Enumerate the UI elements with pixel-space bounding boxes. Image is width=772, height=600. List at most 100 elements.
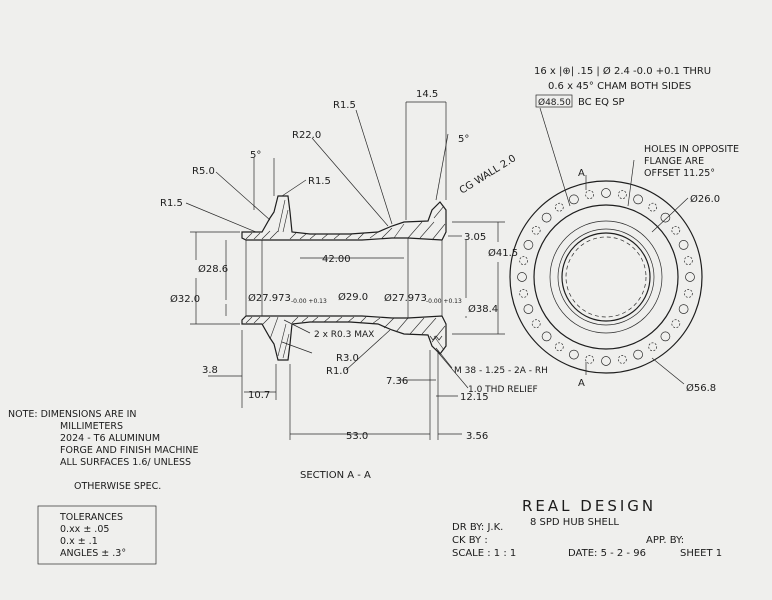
- part-name: 8 SPD HUB SHELL: [530, 517, 619, 528]
- spoke-hole: [541, 331, 552, 342]
- tolerance-title: TOLERANCES: [59, 512, 123, 523]
- spoke-hole: [517, 272, 527, 282]
- spoke-hole: [569, 349, 579, 360]
- dim-42: 42.00: [322, 254, 351, 265]
- date: DATE: 5 - 2 - 96: [568, 548, 646, 559]
- callout-bc-text: BC EQ SP: [578, 97, 625, 108]
- dim-bore-right: Ø27.973: [384, 292, 427, 304]
- dim-3-8: 3.8: [202, 365, 218, 376]
- dim-chamfer: 2 x R0.3 MAX: [314, 330, 374, 340]
- callout-bc-box: Ø48.50: [538, 97, 571, 108]
- spoke-hole: [523, 240, 534, 250]
- callout-leader: [539, 107, 571, 207]
- spoke-hole: [601, 356, 611, 366]
- sheet-number: SHEET 1: [680, 548, 722, 559]
- spoke-hole: [678, 304, 689, 314]
- tolerance-row-1: 0.xx ± .05: [60, 524, 109, 535]
- note-line-2: MILLIMETERS: [60, 421, 123, 432]
- spoke-hole: [660, 212, 671, 223]
- note-line-3: 2024 - T6 ALUMINUM: [60, 433, 160, 444]
- upper-wall-outline: [241, 195, 447, 241]
- dim-32: Ø32.0: [170, 293, 200, 305]
- dim-r5: R5.0: [192, 166, 215, 177]
- callout-line-2: 0.6 x 45° CHAM BOTH SIDES: [548, 81, 691, 92]
- note-line-1: NOTE: DIMENSIONS ARE IN: [8, 409, 137, 420]
- dim-12-15: 12.15: [460, 392, 489, 403]
- opposite-spoke-hole: [648, 342, 658, 352]
- opposite-spoke-hole: [554, 202, 564, 212]
- section-label: SECTION A - A: [300, 470, 371, 481]
- dim-r22: R22.0: [292, 130, 321, 141]
- title-block: REAL DESIGN 8 SPD HUB SHELL DR BY: J.K. …: [452, 497, 722, 559]
- outer-flange-circle: [509, 180, 703, 374]
- dim-r1-0: R1.0: [326, 366, 349, 377]
- bore-circle-inner: [561, 232, 651, 322]
- spoke-hole: [685, 272, 695, 282]
- dim-14-5: 14.5: [416, 89, 438, 100]
- dim-28-6: Ø28.6: [198, 263, 228, 275]
- spoke-holes: [517, 188, 695, 366]
- approved-by: APP. BY:: [646, 535, 684, 546]
- holes-note-1: HOLES IN OPPOSITE: [644, 144, 739, 155]
- opposite-spoke-hole: [684, 289, 693, 298]
- dim-41-5: Ø41.5: [488, 247, 518, 259]
- dim-3-05: 3.05: [464, 232, 486, 243]
- holes-note-2: FLANGE ARE: [644, 156, 704, 167]
- opposite-spoke-hole: [684, 256, 693, 265]
- end-view-notes: HOLES IN OPPOSITE FLANGE ARE OFFSET 11.2…: [578, 144, 739, 394]
- opposite-spoke-hole: [519, 289, 528, 298]
- opposite-spoke-hole: [519, 256, 528, 265]
- dim-d26: Ø26.0: [690, 193, 720, 205]
- dim-r1-5-left: R1.5: [160, 198, 183, 209]
- spoke-hole: [633, 349, 643, 360]
- checked-by: CK BY :: [452, 535, 488, 546]
- section-mark-top: A: [578, 168, 585, 179]
- dim-bore-left: Ø27.973: [248, 292, 291, 304]
- tolerance-box: [37, 505, 157, 565]
- spoke-hole: [541, 212, 552, 223]
- upper-hatching: [245, 199, 446, 241]
- dim-thread: M 38 - 1.25 - 2A - RH: [454, 366, 548, 376]
- hub-end-view: [509, 107, 703, 385]
- dim-7-36: 7.36: [386, 376, 408, 387]
- holes-note-3: OFFSET 11.25°: [644, 168, 715, 179]
- dim-10-7: 10.7: [248, 390, 270, 401]
- hub-body-circle: [549, 220, 663, 334]
- bore-circle-outer: [557, 228, 655, 326]
- note-line-5: ALL SURFACES 1.6/ UNLESS: [60, 457, 191, 468]
- tolerance-row-3: ANGLES ± .3°: [60, 548, 126, 559]
- dim-r3: R3.0: [336, 353, 359, 364]
- dim-relief: 1.0 THD RELIEF: [468, 385, 538, 395]
- note-line-4: FORGE AND FINISH MACHINE: [60, 445, 198, 456]
- dim-cg-wall: CG WALL 2.0: [458, 153, 518, 196]
- d26-leader: [651, 197, 689, 233]
- opposite-spoke-hole: [648, 202, 658, 212]
- dim-r1-5-flange: R1.5: [308, 176, 331, 187]
- hidden-bore-circle: [565, 236, 647, 318]
- dim-r1-5-top: R1.5: [333, 100, 356, 111]
- dim-29: Ø29.0: [338, 291, 368, 303]
- opposite-spoke-hole: [554, 342, 564, 352]
- spoke-hole: [523, 304, 534, 314]
- dimension-labels: 14.5 R1.5 5° R22.0 R5.0 5° R1.5 R1.5 CG …: [160, 89, 548, 442]
- d56-leader: [651, 357, 685, 385]
- thread-profile: [429, 335, 443, 341]
- dim-53: 53.0: [346, 431, 368, 442]
- section-mark-bottom: A: [578, 378, 585, 389]
- company-name: REAL DESIGN: [522, 497, 656, 515]
- tolerance-row-2: 0.x ± .1: [60, 536, 98, 547]
- scale: SCALE : 1 : 1: [452, 548, 516, 559]
- dim-38-4: Ø38.4: [468, 303, 498, 315]
- general-notes: NOTE: DIMENSIONS ARE IN MILLIMETERS 2024…: [8, 409, 198, 492]
- holes-note-leader: [627, 159, 635, 207]
- bc-box: [535, 94, 573, 108]
- dim-5deg-left: 5°: [250, 150, 261, 161]
- tolerance-block: TOLERANCES 0.xx ± .05 0.x ± .1 ANGLES ± …: [37, 505, 157, 565]
- opposite-spoke-hole: [585, 190, 594, 199]
- hole-callout: 16 x |⊕| .15 | Ø 2.4 -0.0 +0.1 THRU 0.6 …: [534, 65, 711, 108]
- note-line-6: OTHERWISE SPEC.: [74, 481, 161, 492]
- dim-d56-8: Ø56.8: [686, 382, 716, 394]
- hub-shell-section: [241, 195, 447, 361]
